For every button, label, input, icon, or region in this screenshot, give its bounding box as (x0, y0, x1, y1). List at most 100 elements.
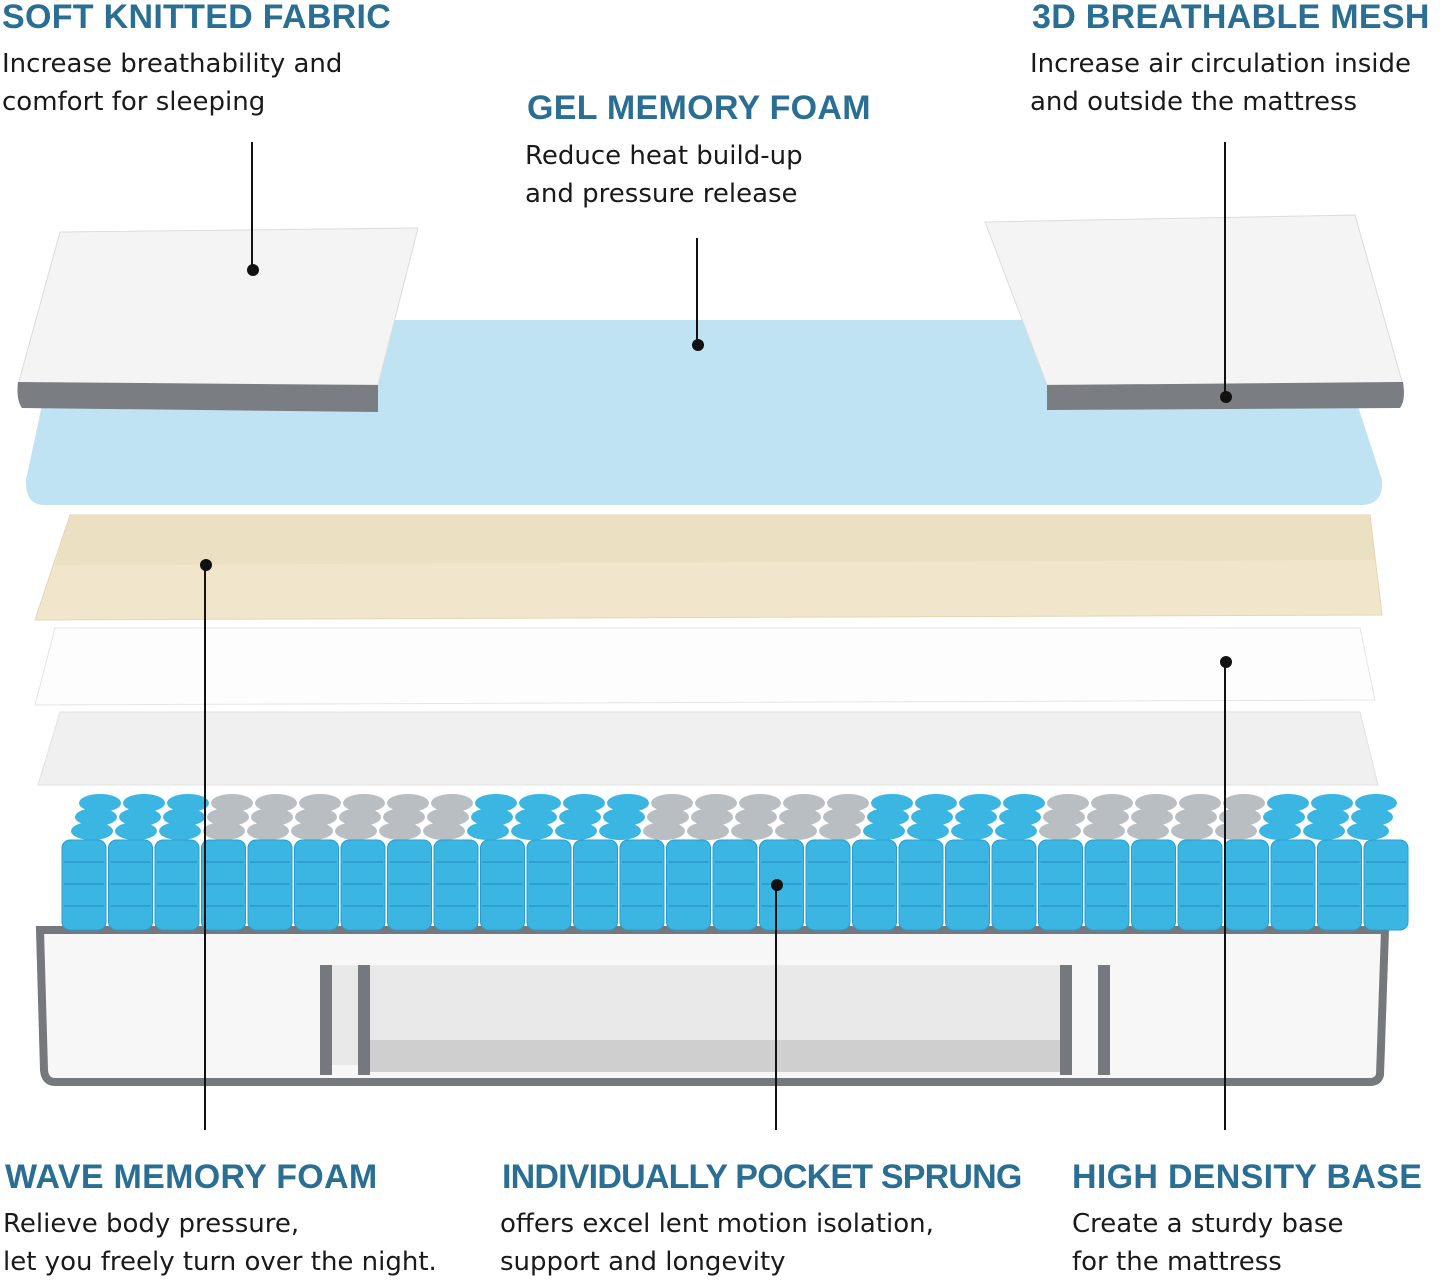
spring-top (519, 794, 561, 812)
spring-top (71, 822, 113, 840)
spring-top (691, 808, 733, 826)
leader-line (251, 142, 253, 270)
leader-line (1224, 662, 1226, 1130)
spring-top (563, 794, 605, 812)
spring-top (379, 822, 421, 840)
spring-top (775, 822, 817, 840)
spring-top (1043, 808, 1085, 826)
spring-top (431, 794, 473, 812)
spring-top (607, 794, 649, 812)
spring-top (123, 794, 165, 812)
spring-top (1135, 794, 1177, 812)
spring-top (647, 808, 689, 826)
spring-top (999, 808, 1041, 826)
spring-top (1311, 794, 1353, 812)
spring-top (207, 808, 249, 826)
label-title: SOFT KNITTED FABRIC (2, 0, 392, 36)
spring-top (159, 822, 201, 840)
leader-line (204, 565, 206, 1130)
spring-top (1087, 808, 1129, 826)
soft-knitted-fabric-panel (17, 227, 419, 412)
spring-top (1039, 822, 1081, 840)
label-title: 3D BREATHABLE MESH (1032, 0, 1430, 36)
spring-top (115, 822, 157, 840)
spring-top (1171, 822, 1213, 840)
spring-top (471, 808, 513, 826)
spring-top (247, 822, 289, 840)
spring-top (203, 822, 245, 840)
high-density-base (35, 926, 1390, 1086)
marker-dot (1220, 391, 1232, 403)
spring-top (739, 794, 781, 812)
label-title: WAVE MEMORY FOAM (5, 1158, 378, 1196)
spring-top (291, 822, 333, 840)
spring-top (1223, 794, 1265, 812)
spring-top (1355, 794, 1397, 812)
spring-top (515, 808, 557, 826)
label-title: INDIVIDUALLY POCKET SPRUNG (502, 1158, 1022, 1196)
spring-top (1131, 808, 1173, 826)
spring-top (475, 794, 517, 812)
marker-dot (247, 264, 259, 276)
spring-top (1351, 808, 1393, 826)
spring-top (75, 808, 117, 826)
spring-top (1267, 794, 1309, 812)
spring-top (467, 822, 509, 840)
spring-top (695, 794, 737, 812)
spring-top (167, 794, 209, 812)
spring-top (299, 794, 341, 812)
spring-top (1303, 822, 1345, 840)
spring-top (1347, 822, 1389, 840)
leader-line (696, 238, 698, 345)
spring-top (911, 808, 953, 826)
felt-layer (37, 711, 1379, 786)
spring-top (427, 808, 469, 826)
label-text: offers excel lent motion isolation,suppo… (500, 1209, 934, 1277)
spring-top (211, 794, 253, 812)
spring-top (687, 822, 729, 840)
spring-top (1259, 822, 1301, 840)
spring-top (651, 794, 693, 812)
white-foam-layer (34, 627, 1376, 706)
spring-top (1263, 808, 1305, 826)
spring-top (907, 822, 949, 840)
spring-top (955, 808, 997, 826)
label-title: HIGH DENSITY BASE (1072, 1158, 1423, 1196)
spring-top (387, 794, 429, 812)
spring-top (79, 794, 121, 812)
spring-top (959, 794, 1001, 812)
spring-top (1175, 808, 1217, 826)
spring-top (915, 794, 957, 812)
pocket-springs (61, 794, 1409, 931)
spring-top (423, 822, 465, 840)
spring-top (995, 822, 1037, 840)
marker-dot (692, 339, 704, 351)
spring-top (343, 794, 385, 812)
spring-top (1047, 794, 1089, 812)
spring-top (163, 808, 205, 826)
spring-top (1307, 808, 1349, 826)
spring-top (511, 822, 553, 840)
spring-top (1127, 822, 1169, 840)
spring-top (1215, 822, 1257, 840)
leader-line (1224, 142, 1226, 397)
spring-top (871, 794, 913, 812)
spring-top (1219, 808, 1261, 826)
spring-top (1179, 794, 1221, 812)
marker-dot (200, 559, 212, 571)
spring-top (119, 808, 161, 826)
spring-top (1083, 822, 1125, 840)
spring-top (867, 808, 909, 826)
spring-top (643, 822, 685, 840)
spring-top (819, 822, 861, 840)
spring-top (731, 822, 773, 840)
spring-top (383, 808, 425, 826)
spring-top (255, 794, 297, 812)
spring-top (779, 808, 821, 826)
spring-top (335, 822, 377, 840)
spring-top (863, 822, 905, 840)
